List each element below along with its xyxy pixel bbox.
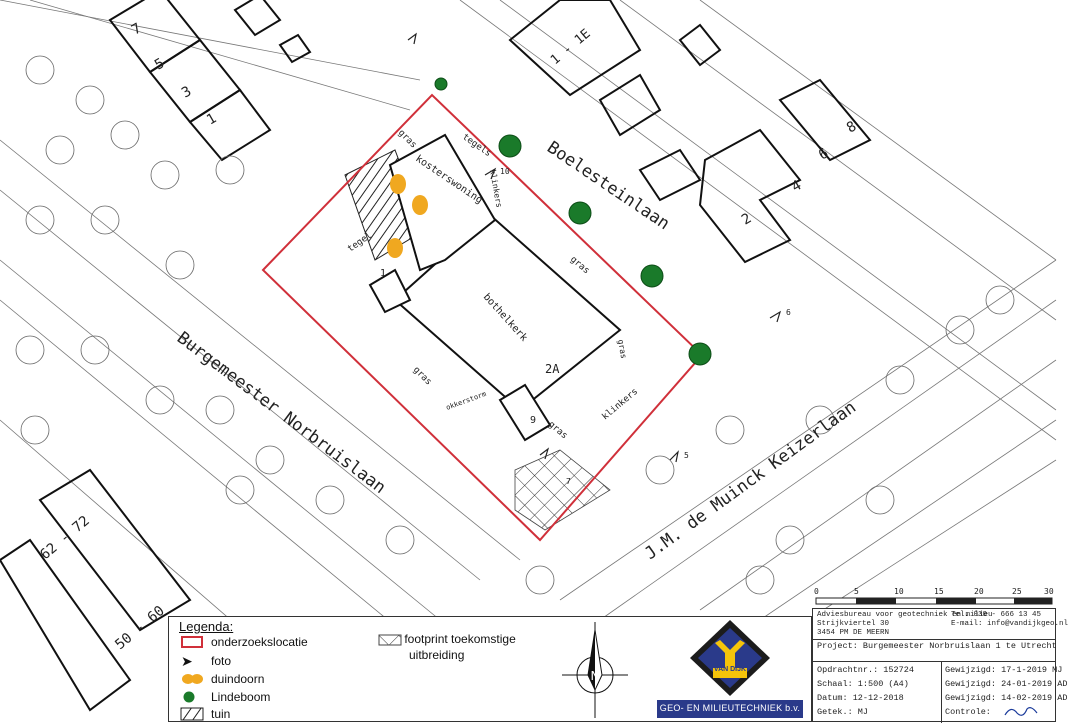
duindoorn-icon (390, 174, 406, 194)
crosshatch-icon (378, 634, 402, 646)
number-9: 9 (530, 415, 536, 426)
photo-5: 5 (684, 451, 689, 460)
legend-item-lindeboom: Lindeboom (181, 690, 270, 704)
legend-label: tuin (211, 707, 231, 721)
datum: Datum: 12-12-2018 (817, 693, 904, 703)
logo-brand: VAN DIJK (713, 666, 747, 673)
project: Project: Burgemeester Norbruislaan 1 te … (817, 641, 1057, 651)
company-logo: VAN DIJK GEO- EN MILIEUTECHNIEK b.v. (655, 618, 805, 722)
legend-label: duindoorn (211, 672, 265, 686)
scale-tick: 25 (1012, 587, 1022, 596)
scale-tick: 30 (1044, 587, 1054, 596)
photo-arrow-icon (769, 310, 782, 323)
photo-arrow-icon (539, 447, 550, 460)
photo-6: 6 (786, 308, 791, 317)
scale-tick: 0 (814, 587, 819, 596)
duindoorn-icon (387, 238, 403, 258)
number-1: 1 (380, 268, 386, 279)
signature-icon (1004, 707, 1038, 716)
legend-item-tuin: tuin (180, 707, 231, 721)
addr-line: Adviesbureau voor geotechniek en milieu (817, 611, 993, 619)
legend-footprint-line2: uitbreiding (409, 648, 465, 662)
photo-7: 7 (566, 477, 571, 486)
photo-arrow-icon (484, 167, 497, 180)
legend-label: onderzoekslocatie (211, 635, 308, 649)
red-rectangle-icon (181, 636, 203, 648)
svg-text:N: N (591, 669, 600, 683)
controle: Controle: (945, 707, 991, 717)
gewijzigd: Gewijzigd: 24-01-2019 AD (945, 679, 1068, 689)
getek: Getek.: MJ (817, 707, 869, 717)
legend-item-duindoorn: duindoorn (181, 672, 264, 686)
north-arrow-icon: N (562, 622, 628, 718)
schaal: Schaal: 1:500 (A4) (817, 679, 909, 689)
legend-item-foto: ➤ foto (181, 654, 231, 668)
label-gras: gras (616, 339, 628, 360)
scale-bar: 0 5 10 15 20 25 30 (814, 587, 1054, 605)
photo-arrow-icon (669, 450, 679, 463)
legend-item-onderzoekslocatie: onderzoekslocatie (181, 635, 308, 649)
lindeboom-icon (434, 77, 448, 91)
van-dijk-logo (657, 620, 803, 718)
scale-tick: 10 (894, 587, 904, 596)
scale-tick: 15 (934, 587, 944, 596)
legend-title: Legenda: (179, 619, 234, 634)
addr-line: Strijkviertel 30 (817, 620, 890, 628)
addr-line: 3454 PM DE MEERN (817, 629, 890, 637)
tree-icon (181, 691, 203, 703)
photo-10: 10 (500, 167, 510, 176)
scale-tick: 5 (854, 587, 859, 596)
scale-tick: 20 (974, 587, 984, 596)
gewijzigd: Gewijzigd: 14-02-2019 AD (945, 693, 1068, 703)
footprint-crosshatch (514, 449, 611, 531)
photo-arrow-icon (407, 32, 417, 45)
lindeboom-icon (568, 201, 592, 225)
duindoorn-icon (412, 195, 428, 215)
tel: Tel. 030 - 666 13 45 (951, 611, 1042, 619)
logo-company: GEO- EN MILIEUTECHNIEK b.v. (659, 703, 801, 713)
photo-arrow-icon: ➤ (181, 653, 193, 669)
legend-item-footprint: footprint toekomstige (378, 632, 516, 646)
duindoorn-icon (181, 673, 203, 685)
legend-label: foto (211, 654, 232, 668)
number-2a: 2A (545, 362, 560, 376)
kosterswoning-building (388, 133, 497, 272)
hatch-icon (180, 707, 204, 721)
email: E-mail: info@vandijkgeo.nl (951, 620, 1068, 628)
legend-label: footprint toekomstige (404, 632, 516, 646)
legend-label: Lindeboom (211, 690, 271, 704)
lindeboom-icon (640, 264, 664, 288)
opdracht: Opdrachtnr.: 152724 (817, 665, 914, 675)
title-block: Adviesbureau voor geotechniek en milieu … (812, 608, 1068, 723)
lindeboom-icon (498, 134, 522, 158)
lindeboom-icon (688, 342, 712, 366)
gewijzigd: Gewijzigd: 17-1-2019 MJ (945, 665, 1063, 675)
